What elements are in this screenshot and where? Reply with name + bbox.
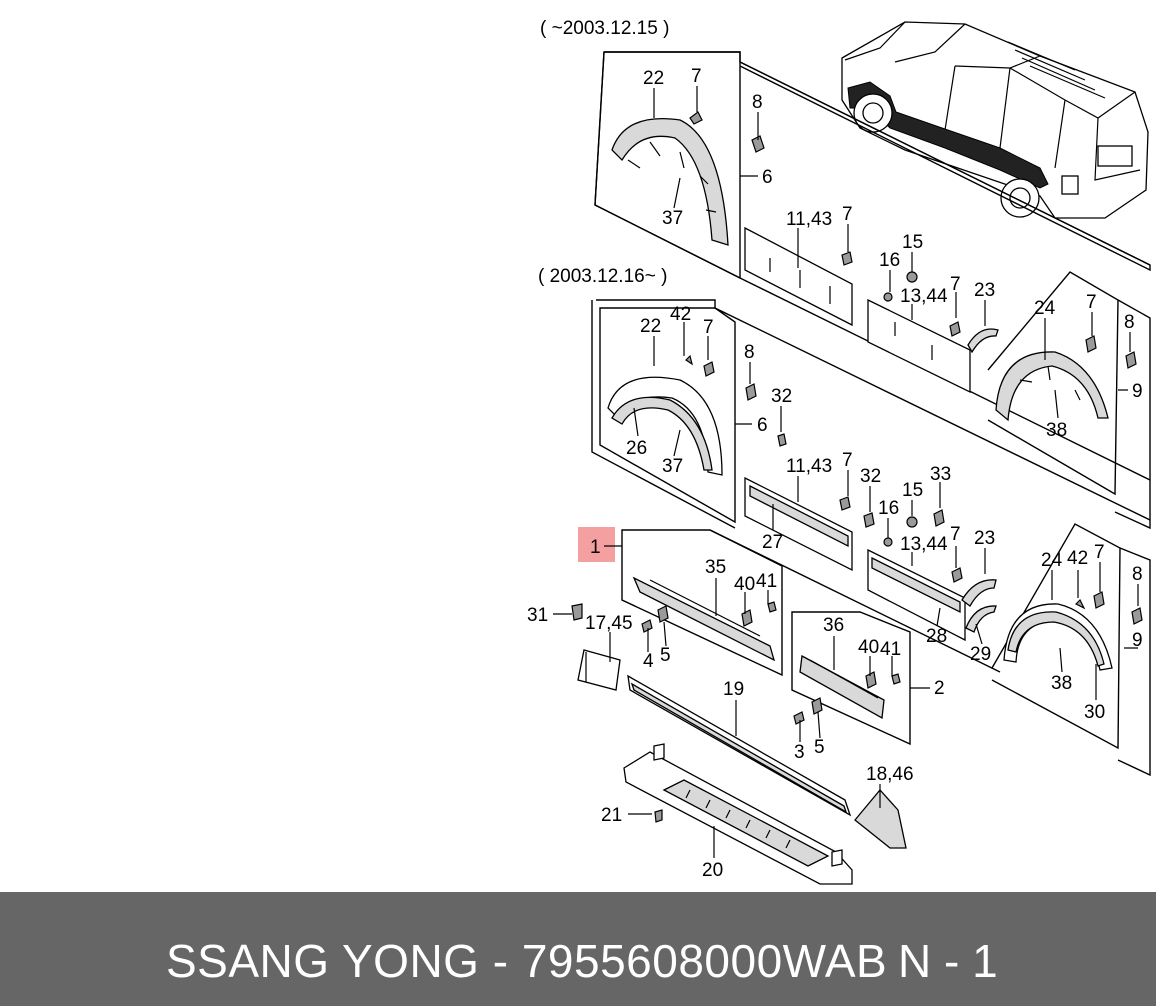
callout-37: 37 [662,208,683,229]
callout-31: 31 [527,605,548,626]
callout-21: 21 [601,805,622,826]
callout-11-43: 11,43 [786,456,832,477]
parts-new-period [607,354,1143,671]
callout-2: 2 [934,678,945,699]
callout-5: 5 [814,737,825,758]
parts-old-period [611,111,1137,422]
period-label-new: ( 2003.12.16~ ) [538,266,667,287]
callout-38: 38 [1046,420,1067,441]
callout-8: 8 [1124,312,1135,333]
callout-7: 7 [691,66,702,87]
callout-42: 42 [670,304,691,325]
callout-15: 15 [902,480,923,501]
callout-26: 26 [626,438,647,459]
callout-6: 6 [757,415,768,436]
callout-40: 40 [858,637,879,658]
callout-9: 9 [1132,630,1143,651]
footer-page-code: N - 1 [898,935,998,987]
callout-15: 15 [902,232,923,253]
highlight-part-1 [578,527,615,562]
callout-9: 9 [1132,381,1143,402]
parts-diagram: ( ~2003.12.15 ) ( 2003.12.16~ ) [527,18,1151,885]
callouts-assembly: 1 35 40 41 31 17,45 4 5 36 40 41 2 19 3 … [527,537,945,881]
callout-40: 40 [734,574,755,595]
exploded-parts-drawing: ( ~2003.12.15 ) ( 2003.12.16~ ) [527,18,1151,885]
callout-35: 35 [705,557,726,578]
callout-7: 7 [842,450,853,471]
callout-23: 23 [974,528,995,549]
callout-11-43: 11,43 [786,209,832,230]
callout-20: 20 [702,860,723,881]
callout-7: 7 [1094,542,1105,563]
callout-28: 28 [926,626,947,647]
panel-outlines [591,51,1151,777]
callout-7: 7 [950,274,961,295]
callout-3: 3 [794,742,805,763]
callout-33: 33 [930,464,951,485]
callout-4: 4 [643,651,654,672]
callout-41: 41 [756,571,777,592]
callout-1: 1 [590,537,601,558]
footer-bar [0,892,1156,1006]
callout-22: 22 [640,316,661,337]
callout-8: 8 [752,92,763,113]
callout-13-44: 13,44 [900,534,948,555]
callout-24: 24 [1041,550,1063,571]
callout-42: 42 [1067,548,1088,569]
callout-38: 38 [1051,673,1072,694]
callout-6: 6 [762,167,773,188]
callouts-new: 22 42 7 8 6 32 26 37 11,43 7 32 33 15 16… [626,304,1143,723]
callout-17-45: 17,45 [585,613,633,634]
callout-5: 5 [660,645,671,666]
callout-7: 7 [703,317,714,338]
callout-16: 16 [878,498,899,519]
callout-22: 22 [643,68,664,89]
callout-7: 7 [950,524,961,545]
callout-19: 19 [723,679,744,700]
callout-32: 32 [860,466,881,487]
callout-27: 27 [762,532,783,553]
callout-41: 41 [880,639,901,660]
leader-lines [553,86,1139,858]
callout-29: 29 [970,644,991,665]
footer-brand-part-number: SSANG YONG - 7955608000WAB [166,935,888,987]
callout-30: 30 [1084,702,1105,723]
callout-8: 8 [1132,564,1143,585]
callout-32: 32 [771,386,792,407]
callout-7: 7 [1086,292,1097,313]
callout-16: 16 [879,250,900,271]
callout-8: 8 [744,342,755,363]
parts-side-step-assembly [571,527,907,885]
callout-7: 7 [842,204,853,225]
callout-36: 36 [823,615,844,636]
callout-13-44: 13,44 [900,286,948,307]
callout-37: 37 [662,456,683,477]
callout-23: 23 [974,280,995,301]
period-label-old: ( ~2003.12.15 ) [540,18,669,39]
callout-18-46: 18,46 [866,764,914,785]
callout-24: 24 [1034,298,1056,319]
callouts-old: 22 7 8 6 37 11,43 7 15 16 13,44 7 23 24 … [643,66,1143,441]
